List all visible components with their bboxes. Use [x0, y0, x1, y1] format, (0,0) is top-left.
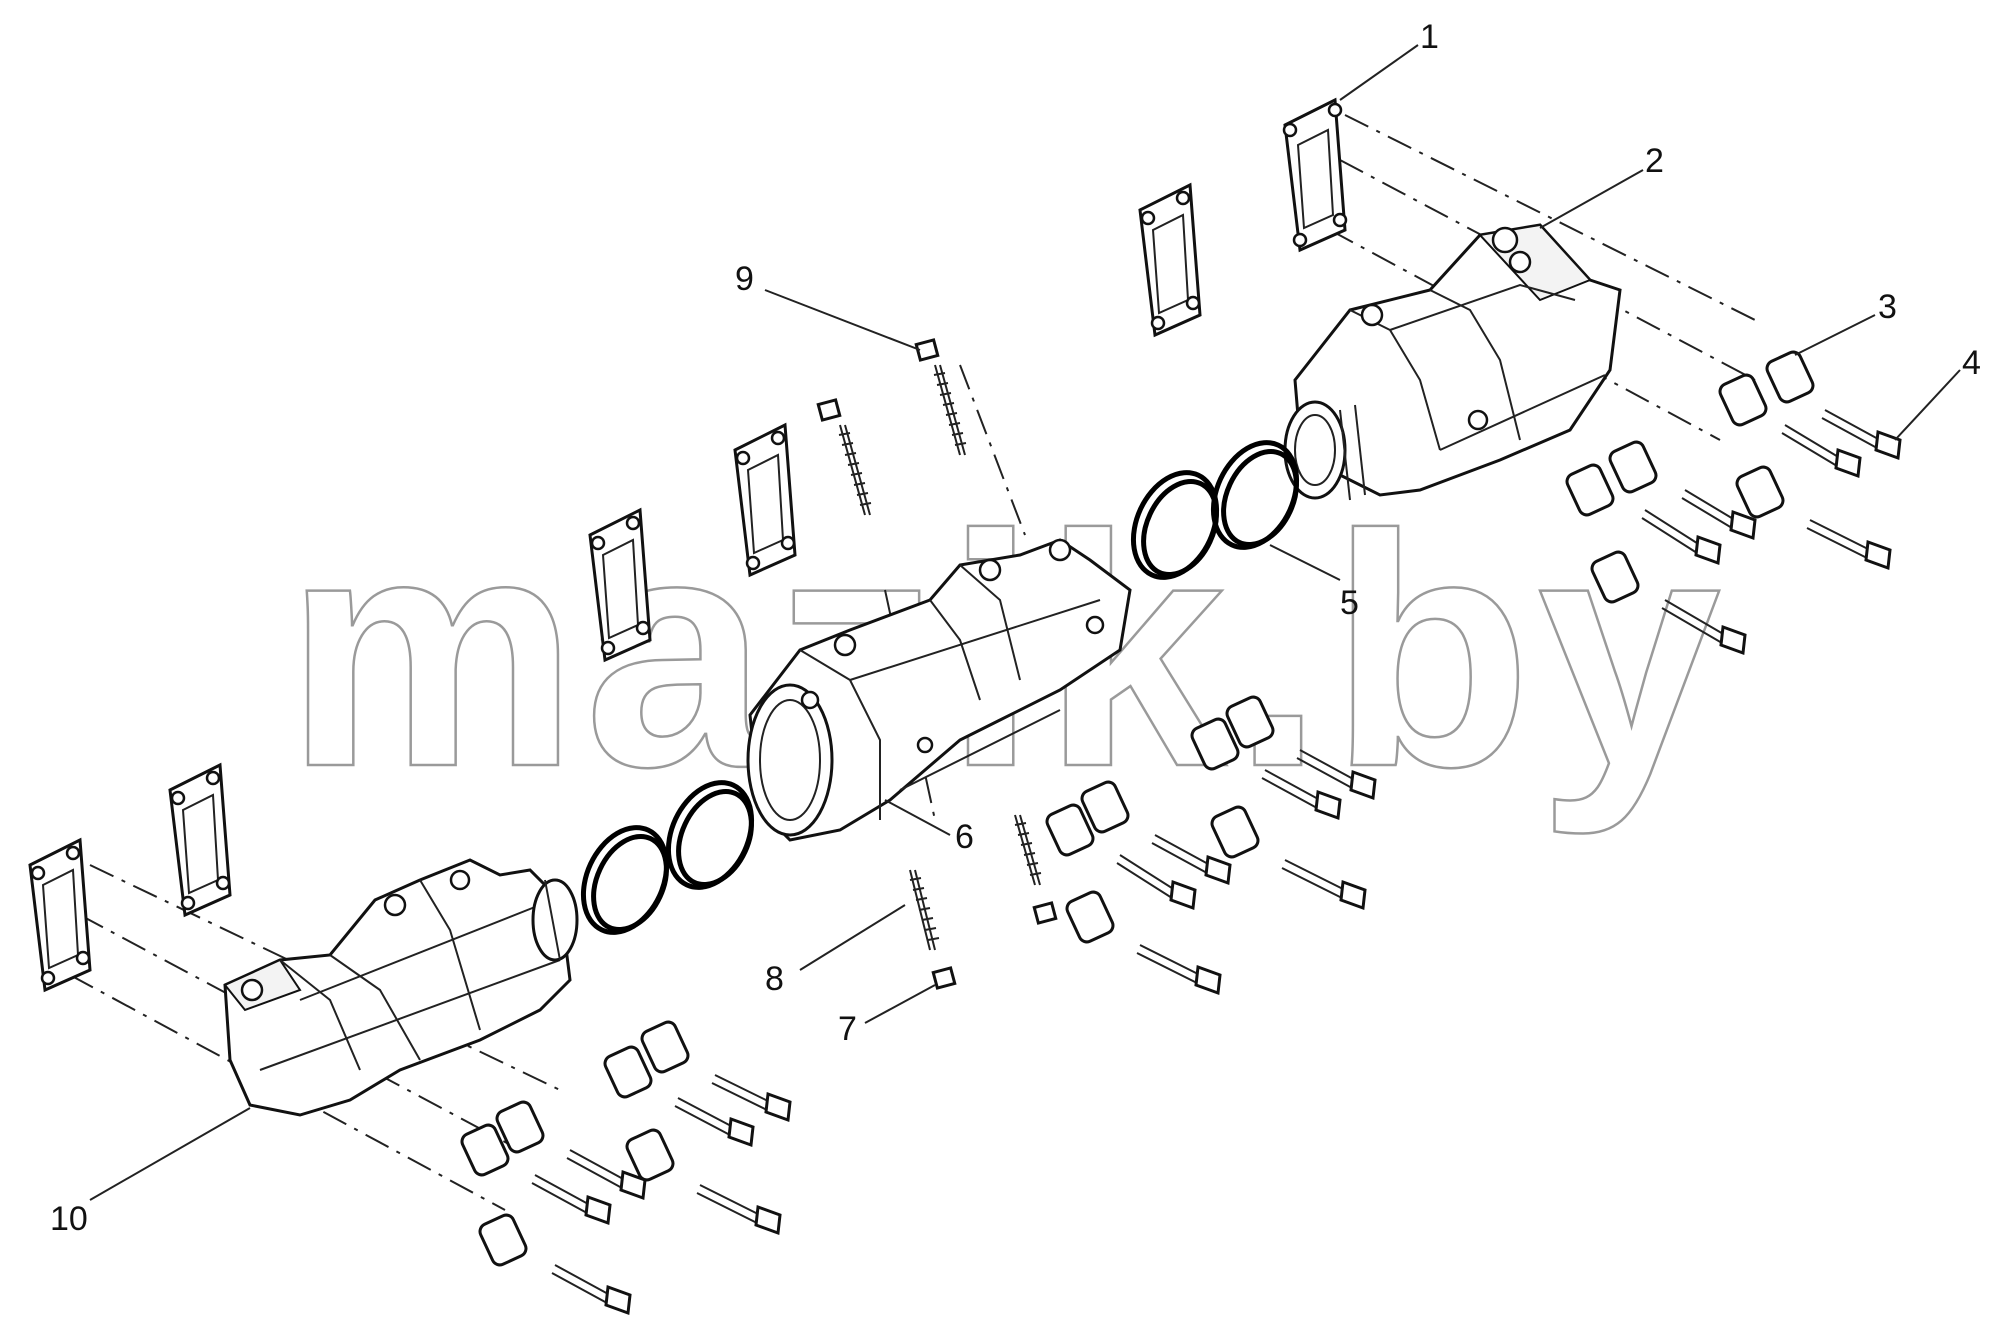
- callout-6: 6: [955, 818, 974, 856]
- spacers-part-3: [460, 350, 1815, 1267]
- callout-8: 8: [765, 960, 784, 998]
- manifold-rear-section-part-2: [1283, 223, 1622, 501]
- callout-5: 5: [1340, 584, 1359, 622]
- manifold-center-section-part-6: [746, 538, 1132, 842]
- gasket-part-1: [733, 422, 797, 578]
- bolts-part-4: [531, 409, 1902, 1316]
- callout-10: 10: [50, 1200, 88, 1238]
- callout-labels: 1 2 3 4 5 6 7 8 9 10: [50, 18, 1981, 1238]
- callout-9: 9: [735, 260, 754, 298]
- gasket-part-1: [588, 507, 652, 663]
- gasket-part-1: [168, 762, 232, 918]
- gasket-part-1: [28, 837, 92, 993]
- gasket-part-1: [1282, 97, 1348, 253]
- gasket-part-1: [1138, 182, 1202, 338]
- studs-and-nuts: [816, 338, 1058, 990]
- callout-leaders: [89, 44, 1961, 1201]
- callout-4: 4: [1962, 344, 1981, 382]
- callout-3: 3: [1878, 288, 1897, 326]
- manifold-front-section-part-10: [223, 858, 579, 1117]
- seal-rings-part-5: [580, 440, 1300, 935]
- callout-1: 1: [1420, 18, 1439, 56]
- callout-7: 7: [838, 1010, 857, 1048]
- callout-2: 2: [1645, 142, 1664, 180]
